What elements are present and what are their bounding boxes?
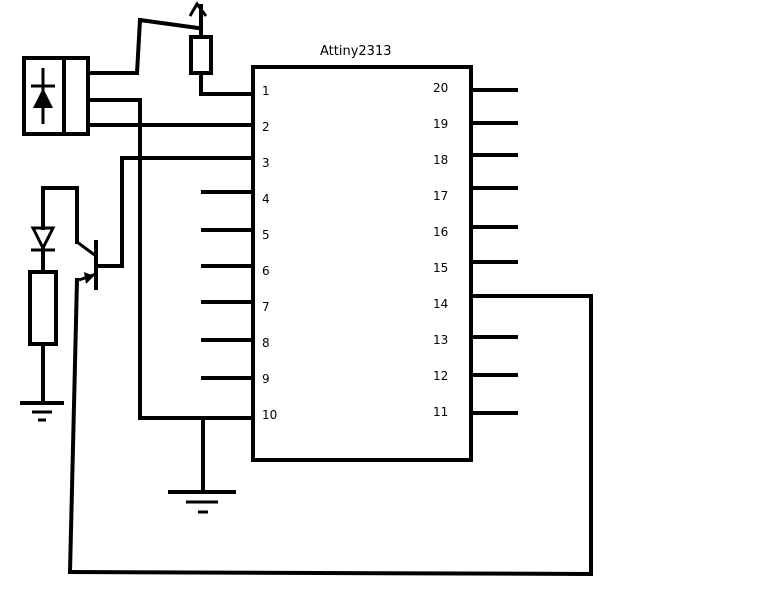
top-resistor xyxy=(86,1,255,96)
pin-label: 9 xyxy=(262,372,270,386)
pin-label: 15 xyxy=(433,261,448,275)
pin14-loop-wire xyxy=(67,294,594,577)
pin-label: 11 xyxy=(433,405,448,419)
led-resistor-branch xyxy=(20,186,79,422)
pin-label: 7 xyxy=(262,300,270,314)
transistor xyxy=(67,186,98,575)
pin-label: 1 xyxy=(262,84,270,98)
ic-chip-body xyxy=(251,65,473,462)
pin-label: 5 xyxy=(262,228,270,242)
left-pin-labels: 1 2 3 4 5 6 7 8 9 10 xyxy=(262,84,277,422)
right-pin-labels: 20 19 18 17 16 15 14 13 12 11 xyxy=(433,81,448,419)
pin3-wire xyxy=(96,156,255,268)
pin-label: 18 xyxy=(433,153,448,167)
right-pin-stubs xyxy=(469,88,518,415)
pin-label: 4 xyxy=(262,192,270,206)
pin-label: 20 xyxy=(433,81,448,95)
pin10-ground xyxy=(138,416,255,514)
pin-label: 10 xyxy=(262,408,277,422)
pin-label: 16 xyxy=(433,225,448,239)
pin-label: 12 xyxy=(433,369,448,383)
pin-label: 3 xyxy=(262,156,270,170)
pin-label: 19 xyxy=(433,117,448,131)
pin-label: 17 xyxy=(433,189,448,203)
pin-label: 14 xyxy=(433,297,448,311)
pin-label: 13 xyxy=(433,333,448,347)
photo-sensor-block xyxy=(22,56,255,420)
left-pin-stubs xyxy=(201,190,255,380)
chip-title: Attiny2313 xyxy=(320,44,392,59)
pin-label: 6 xyxy=(262,264,270,278)
pin-label: 2 xyxy=(262,120,270,134)
pin-label: 8 xyxy=(262,336,270,350)
